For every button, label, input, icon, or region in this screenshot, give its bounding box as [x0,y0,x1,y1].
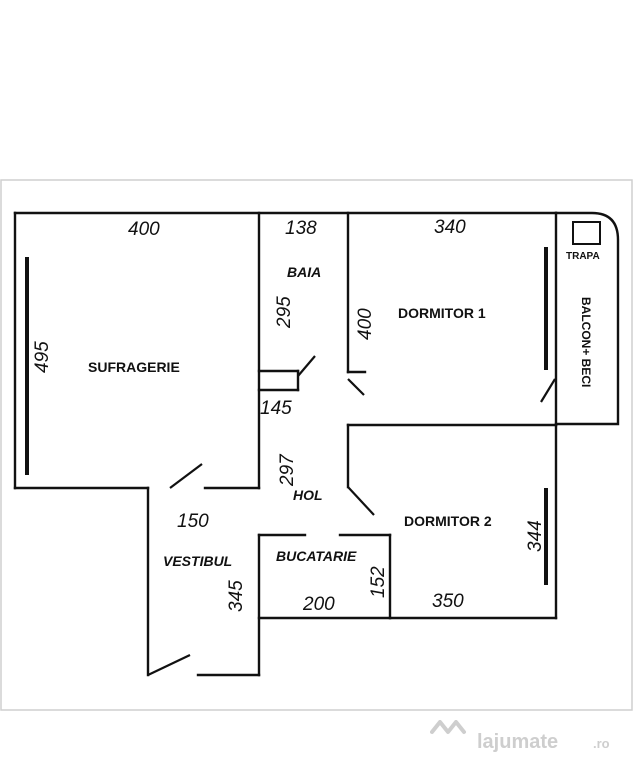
entrance-door [147,654,191,676]
balcony-outline [554,211,620,426]
dim-dormitor2-height: 344 [525,520,546,552]
dim-sufragerie-width: 400 [128,219,160,240]
watermark-logo-icon [430,720,466,734]
walls [13,211,620,677]
room-label-bucatarie: BUCATARIE [276,548,357,564]
dim-dormitor1-height: 400 [355,308,376,340]
room-label-dormitor1: DORMITOR 1 [398,305,486,321]
image-frame [0,179,633,711]
dim-sufragerie-height: 495 [32,341,53,373]
balcony-door [540,378,556,403]
dim-vestibul-width: 150 [177,511,209,532]
watermark-suffix: .ro [593,736,610,751]
room-label-dormitor2: DORMITOR 2 [404,513,492,529]
watermark-text: lajumate [477,731,558,753]
room-label-sufragerie: SUFRAGERIE [88,359,180,375]
baia-door [297,355,316,377]
dim-hol-small: 145 [260,398,292,419]
room-label-baia: BAIA [287,264,321,280]
dim-bucatarie-height: 152 [368,566,389,598]
sufragerie-door [169,463,203,489]
dormitor1-door [347,378,365,396]
watermark: lajumate .ro [430,720,610,753]
doors [147,355,556,676]
room-label-trapa: TRAPA [566,251,600,262]
room-label-balcon: BALCON+ BECI [579,297,593,387]
dim-dormitor2-width: 350 [432,591,464,612]
room-label-vestibul: VESTIBUL [163,553,232,569]
trapa-hatch [572,221,601,245]
dim-vestibul-height: 345 [226,580,247,612]
dim-dormitor1-width: 340 [434,217,466,238]
windows [25,247,548,585]
dim-baia-width: 138 [285,218,317,239]
room-label-hol: HOL [293,487,323,503]
dim-baia-height: 295 [274,296,295,329]
dim-bucatarie-width: 200 [302,594,335,615]
dormitor2-door [347,486,375,516]
dim-hol-height: 297 [277,453,298,487]
